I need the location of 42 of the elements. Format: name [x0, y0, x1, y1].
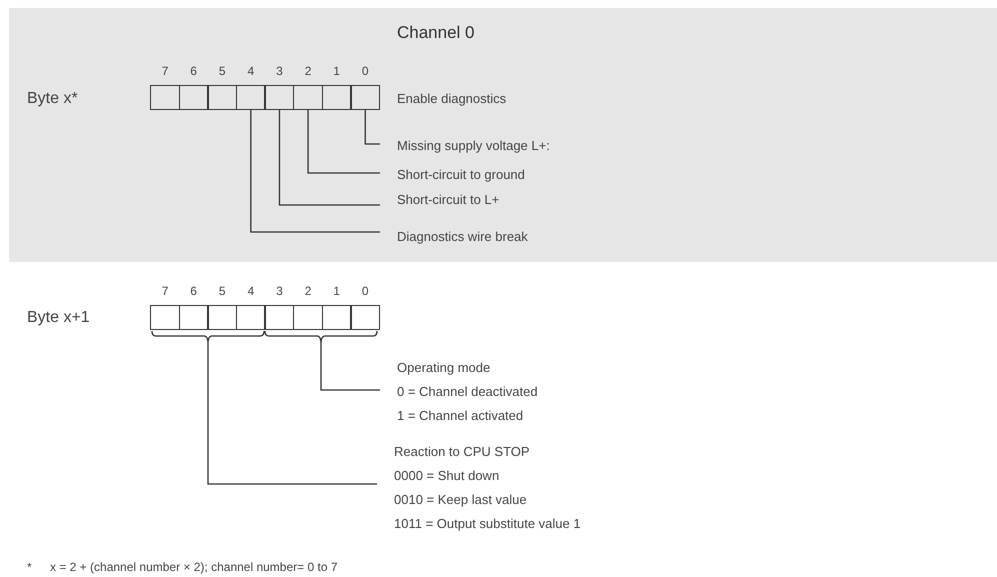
byte-label: Byte x*	[27, 89, 78, 109]
curly-brace	[264, 331, 378, 344]
bit-number: 4	[248, 284, 254, 298]
bit-number: 0	[362, 284, 369, 298]
bit-number: 3	[276, 64, 283, 78]
value-description: 1 = Channel activated	[397, 407, 524, 425]
bit-number: 5	[218, 64, 226, 78]
bit-number: 0	[362, 64, 369, 78]
value-description: 0010 = Keep last value	[394, 491, 527, 509]
curly-brace	[151, 331, 265, 344]
bit-number: 5	[218, 284, 226, 298]
leader-line	[278, 110, 380, 206]
bit-number: 6	[190, 64, 197, 78]
bit-number: 2	[304, 284, 312, 298]
bit-description: Short-circuit to L+	[397, 191, 500, 209]
panel-heading: Channel 0	[397, 22, 475, 44]
leader-line	[364, 110, 380, 145]
bit-number: 7	[162, 284, 168, 298]
leader-line	[307, 110, 380, 174]
channel-panel	[9, 8, 997, 262]
footnote: x = 2 + (channel number × 2); channel number= 0 to 7	[50, 559, 338, 576]
leader-line	[207, 344, 377, 485]
bit-number: 4	[248, 64, 254, 78]
bit-description: Diagnostics wire break	[397, 228, 528, 246]
value-description: 0 = Channel deactivated	[397, 383, 538, 401]
leader-line	[320, 344, 380, 391]
bit-description: Operating mode	[397, 359, 490, 377]
leader-line	[250, 110, 380, 233]
bit-number: 3	[276, 284, 283, 298]
bit-number: 2	[304, 64, 312, 78]
bit-description: Missing supply voltage L+:	[397, 137, 550, 155]
bit-number: 1	[333, 64, 340, 78]
bit-description: Enable diagnostics	[397, 90, 506, 108]
footnote-mark: *	[27, 559, 32, 576]
value-description: 0000 = Shut down	[394, 467, 500, 485]
bit-description: Short-circuit to ground	[397, 166, 525, 184]
bit-number: 6	[190, 284, 197, 298]
bit-number: 1	[333, 284, 340, 298]
bit-description: Reaction to CPU STOP	[394, 443, 530, 461]
bit-number: 7	[162, 64, 168, 78]
byte-label: Byte x+1	[27, 308, 90, 328]
value-description: 1011 = Output substitute value 1	[394, 515, 581, 533]
